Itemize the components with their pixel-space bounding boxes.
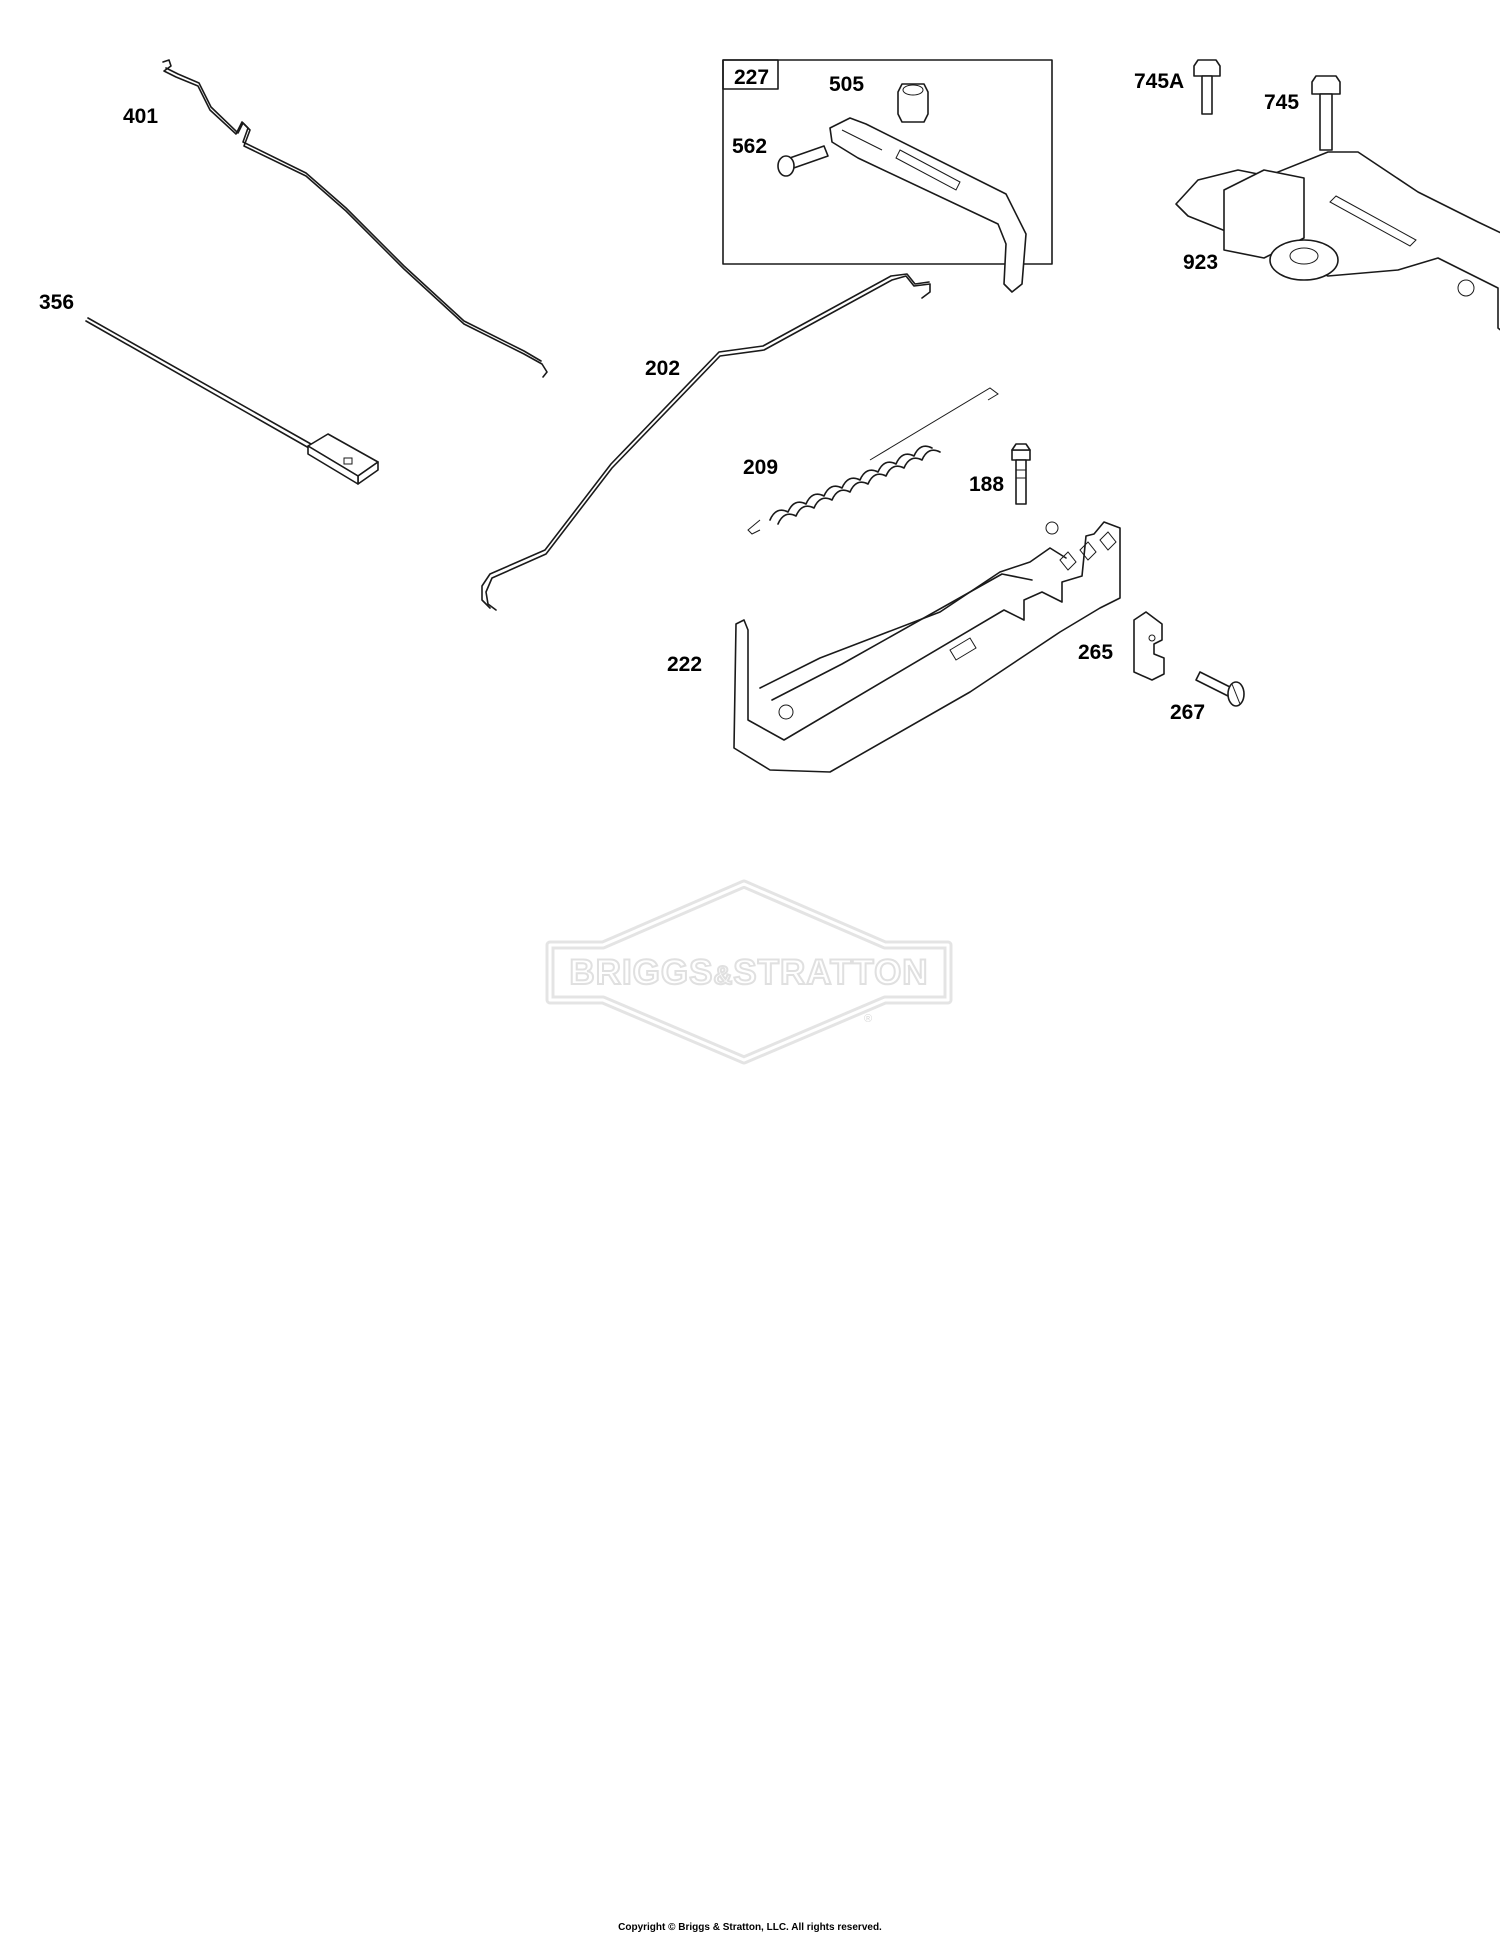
callout-202: 202 (645, 357, 680, 380)
copyright-notice: Copyright © Briggs & Stratton, LLC. All … (618, 1922, 882, 1933)
part-222-control-bracket (733, 521, 1121, 773)
callout-401: 401 (123, 105, 158, 128)
callout-562: 562 (732, 135, 767, 158)
part-923-control-plate (1175, 151, 1500, 331)
callout-209: 209 (743, 456, 778, 479)
part-745-screw (1311, 75, 1341, 151)
callout-745a: 745A (1134, 70, 1184, 93)
callout-923: 923 (1183, 251, 1218, 274)
callout-745: 745 (1264, 91, 1299, 114)
detail-box-227 (722, 59, 1053, 293)
callout-505: 505 (829, 73, 864, 96)
part-745a-screw (1193, 59, 1221, 115)
part-202-throttle-rod (481, 273, 931, 611)
part-401-governor-link (162, 59, 548, 378)
callout-267: 267 (1170, 701, 1205, 724)
watermark-text: BRIGGS&STRATTON (569, 953, 928, 992)
part-267-screw (1195, 671, 1245, 707)
part-356-choke-link (85, 317, 379, 485)
briggs-stratton-watermark: BRIGGS&STRATTON ® (545, 879, 953, 1065)
callout-227: 227 (734, 66, 769, 89)
callout-356: 356 (39, 291, 74, 314)
part-265-clip (1133, 611, 1165, 681)
watermark-registered-mark: ® (864, 1013, 872, 1025)
part-209-governor-spring (747, 387, 999, 535)
callout-222: 222 (667, 653, 702, 676)
part-188-screw (1011, 443, 1031, 505)
callout-188: 188 (969, 473, 1004, 496)
callout-265: 265 (1078, 641, 1113, 664)
